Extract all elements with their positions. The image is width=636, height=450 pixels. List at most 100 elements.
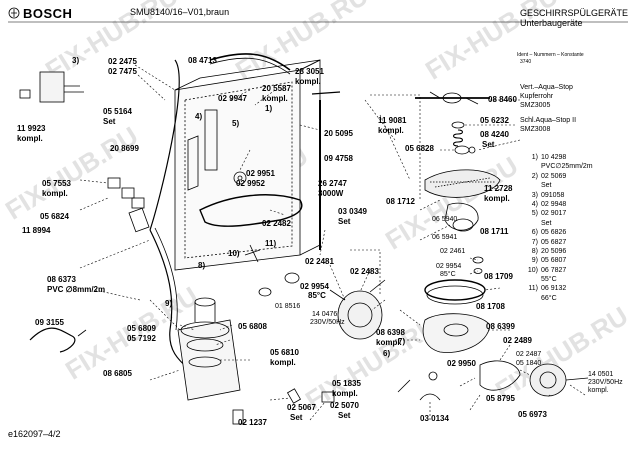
footnote-item: PVC∅25mm/2m — [524, 162, 624, 171]
footnote-item: 1)10 4298 — [524, 153, 624, 162]
part-label: 05 5164 — [103, 107, 132, 116]
part-label: 08 4713 — [188, 56, 217, 65]
footnote-text: PVC∅25mm/2m — [541, 163, 593, 171]
part-label: 05 8795 — [486, 394, 515, 403]
part-label: 05 1835 — [332, 379, 361, 388]
part-label: Set — [103, 117, 116, 126]
footnote-text: 66°C — [541, 294, 557, 302]
part-label: 09 4758 — [324, 154, 353, 163]
part-label: 05 6809 — [127, 324, 156, 333]
footnote-number: 9) — [531, 257, 538, 265]
footnote-text: 02 5069 — [541, 172, 567, 180]
part-label: 08 8460 — [488, 95, 517, 104]
part-label: 08 6373 — [47, 275, 76, 284]
footnote-text: Set — [541, 182, 552, 190]
callout-9: 9) — [165, 299, 173, 308]
footnote-number: 3) — [531, 191, 538, 199]
part-label: 02 5067 — [287, 403, 316, 412]
callout-5: 5) — [232, 119, 240, 128]
part-label: 02 2461 — [440, 248, 466, 255]
footnote-item: 9)05 6807 — [524, 256, 624, 265]
aqua-stop-note-2b: SMZ3008 — [520, 126, 551, 133]
part-label: kompl. — [270, 358, 296, 367]
footnote-item: 3)091058 — [524, 191, 624, 200]
footnote-text: 55°C — [541, 276, 557, 284]
callout-3: 3) — [72, 56, 80, 65]
part-label: 02 9952 — [236, 179, 265, 188]
part-label: 02 2475 — [108, 57, 137, 66]
part-label: 11 9923 — [17, 124, 46, 133]
part-label: 08 1712 — [386, 197, 415, 206]
part-label: 02 2481 — [305, 257, 334, 266]
part-label: 01 8516 — [275, 303, 301, 310]
part-label: 08 4240 — [480, 130, 509, 139]
footnote-text: 02 9017 — [541, 210, 567, 218]
brand-logo: BOSCH — [23, 6, 73, 21]
part-label: 20 5095 — [324, 129, 353, 138]
callout-4: 4) — [195, 112, 203, 121]
footnote-item: 66°C — [524, 294, 624, 303]
part-label: kompl. — [42, 189, 68, 198]
part-label: 02 1237 — [238, 418, 267, 427]
part-label: 08 6805 — [103, 369, 132, 378]
footnote-item: 8)20 5096 — [524, 247, 624, 256]
footnote-text: 05 6827 — [541, 238, 567, 246]
part-label: 11 8994 — [22, 226, 51, 235]
footnote-text: 06 9132 — [541, 285, 567, 293]
footnote-number: 11) — [528, 285, 538, 293]
aqua-stop-note-1c: SMZ3005 — [520, 102, 551, 109]
footnote-item: Set — [524, 181, 624, 190]
part-label: 05 6808 — [238, 322, 267, 331]
part-label: 14 0476 — [312, 311, 338, 318]
part-label: 02 9947 — [218, 94, 247, 103]
part-label: 05 6232 — [480, 116, 509, 125]
ident-caption: Ident – Nummern – Konstante — [517, 52, 584, 58]
part-label: 03 0134 — [420, 414, 449, 423]
part-label: kompl. — [332, 389, 358, 398]
part-label: kompl. — [588, 387, 609, 394]
part-label: 05 6824 — [40, 212, 69, 221]
aqua-stop-note-1: Vert.–Aqua–Stop — [520, 84, 573, 91]
part-label: kompl. — [17, 134, 43, 143]
part-label: PVC ∅8mm/2m — [47, 285, 106, 294]
part-label: kompl. — [262, 94, 288, 103]
part-label: 3000W — [318, 189, 344, 198]
footnote-number: 6) — [531, 229, 538, 237]
part-label: 05 6973 — [518, 410, 547, 419]
part-label: 09 3155 — [35, 318, 64, 327]
footnote-item: 5)02 9017 — [524, 209, 624, 218]
footnote-number: 7) — [531, 238, 538, 246]
footnote-text: 05 6807 — [541, 257, 567, 265]
part-label: 11 9081 — [378, 116, 407, 125]
bosch-logo-icon — [8, 7, 20, 19]
footnote-item: 6)05 6826 — [524, 228, 624, 237]
footnote-item: 2)02 5069 — [524, 172, 624, 181]
part-label: 02 2482 — [262, 219, 291, 228]
footnote-text: Set — [541, 219, 552, 227]
model-title: SMU8140/16–V01,braun — [130, 7, 230, 17]
part-label: 05 7192 — [127, 334, 156, 343]
part-label: 03 0349 — [338, 207, 367, 216]
footnote-item: 55°C — [524, 275, 624, 284]
part-label: 28 3051 — [295, 67, 324, 76]
footnote-text: 20 5096 — [541, 247, 567, 255]
part-label: 08 6398 — [376, 328, 405, 337]
part-label: 02 2489 — [503, 336, 532, 345]
part-label: 05 6828 — [405, 144, 434, 153]
part-label: kompl. — [484, 194, 510, 203]
part-label: 85°C — [308, 291, 326, 300]
footnote-text: 10 4298 — [541, 154, 567, 161]
part-label: kompl. — [376, 338, 402, 347]
footnote-number: 1) — [531, 154, 538, 161]
part-label: 02 7475 — [108, 67, 137, 76]
part-label: 08 1711 — [480, 227, 509, 236]
part-label: 02 9954 — [300, 282, 329, 291]
callout-6: 6) — [383, 349, 391, 358]
callout-7: 7) — [398, 337, 406, 346]
footnote-text: 05 6826 — [541, 229, 567, 237]
subcategory-title: Unterbaugeräte — [520, 18, 583, 28]
part-label: kompl. — [378, 126, 404, 135]
part-label: Set — [482, 140, 495, 149]
footnote-item: 4)02 9948 — [524, 200, 624, 209]
